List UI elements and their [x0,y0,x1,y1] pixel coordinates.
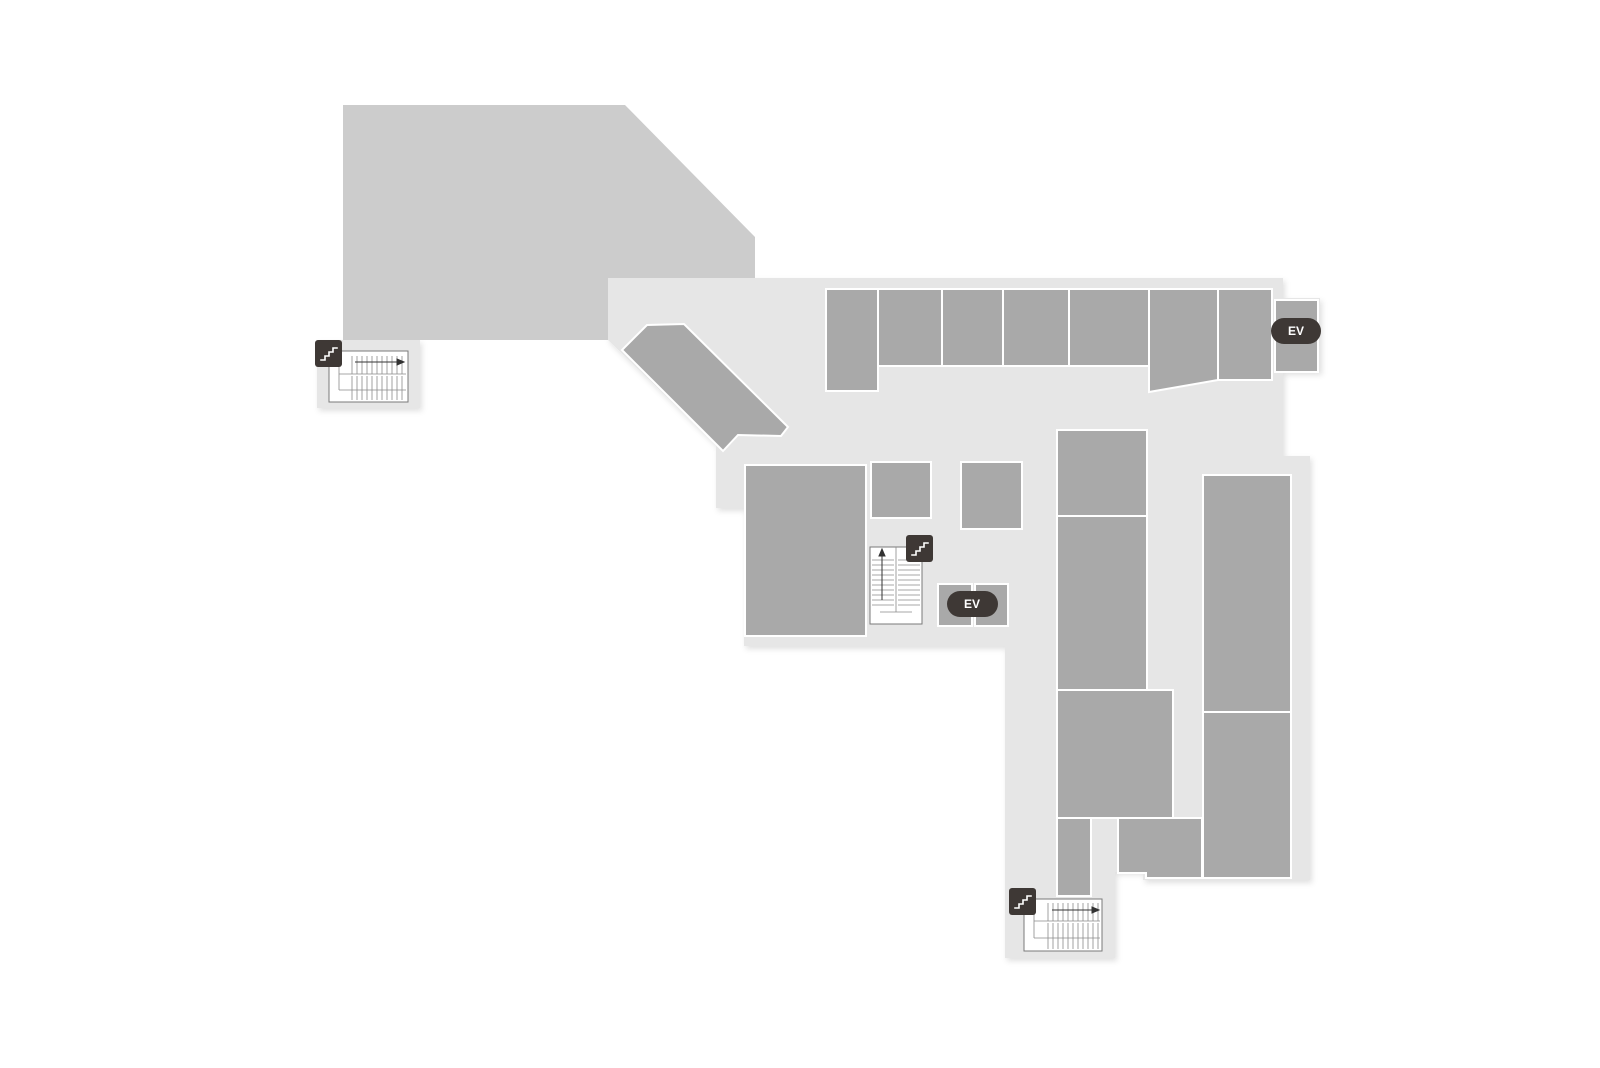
shop-center-4[interactable] [1056,817,1092,897]
stairs-icon[interactable] [315,340,342,367]
shop-small-2[interactable] [960,461,1023,530]
shop-center-3[interactable] [1056,689,1174,819]
shop-small-1[interactable] [870,461,932,519]
shop-north-3[interactable] [941,288,1004,367]
shop-north-7[interactable] [1217,288,1273,381]
shop-north-5[interactable] [1068,288,1150,367]
elevator-label: EV [1288,324,1304,338]
shop-north-2[interactable] [877,288,943,367]
elevator-label: EV [964,597,980,611]
stairwell-west [328,350,409,403]
stairs-icon[interactable] [906,535,933,562]
shop-diagonal[interactable] [620,322,790,453]
shop-center-5[interactable] [1117,817,1203,879]
shop-east-2[interactable] [1202,711,1292,879]
shop-center-2[interactable] [1056,515,1148,691]
shop-center-1[interactable] [1056,429,1148,517]
elevator-badge-center[interactable]: EV [947,591,998,617]
shop-north-6[interactable] [1148,288,1219,394]
shop-north-4[interactable] [1002,288,1070,367]
plaza-area [343,105,755,340]
shop-east-1[interactable] [1202,474,1292,713]
shop-west-block[interactable] [744,464,867,637]
stairs-icon[interactable] [1009,888,1036,915]
elevator-badge-east[interactable]: EV [1271,318,1321,344]
stairwell-south [1023,898,1103,952]
shop-north-1[interactable] [825,288,879,392]
